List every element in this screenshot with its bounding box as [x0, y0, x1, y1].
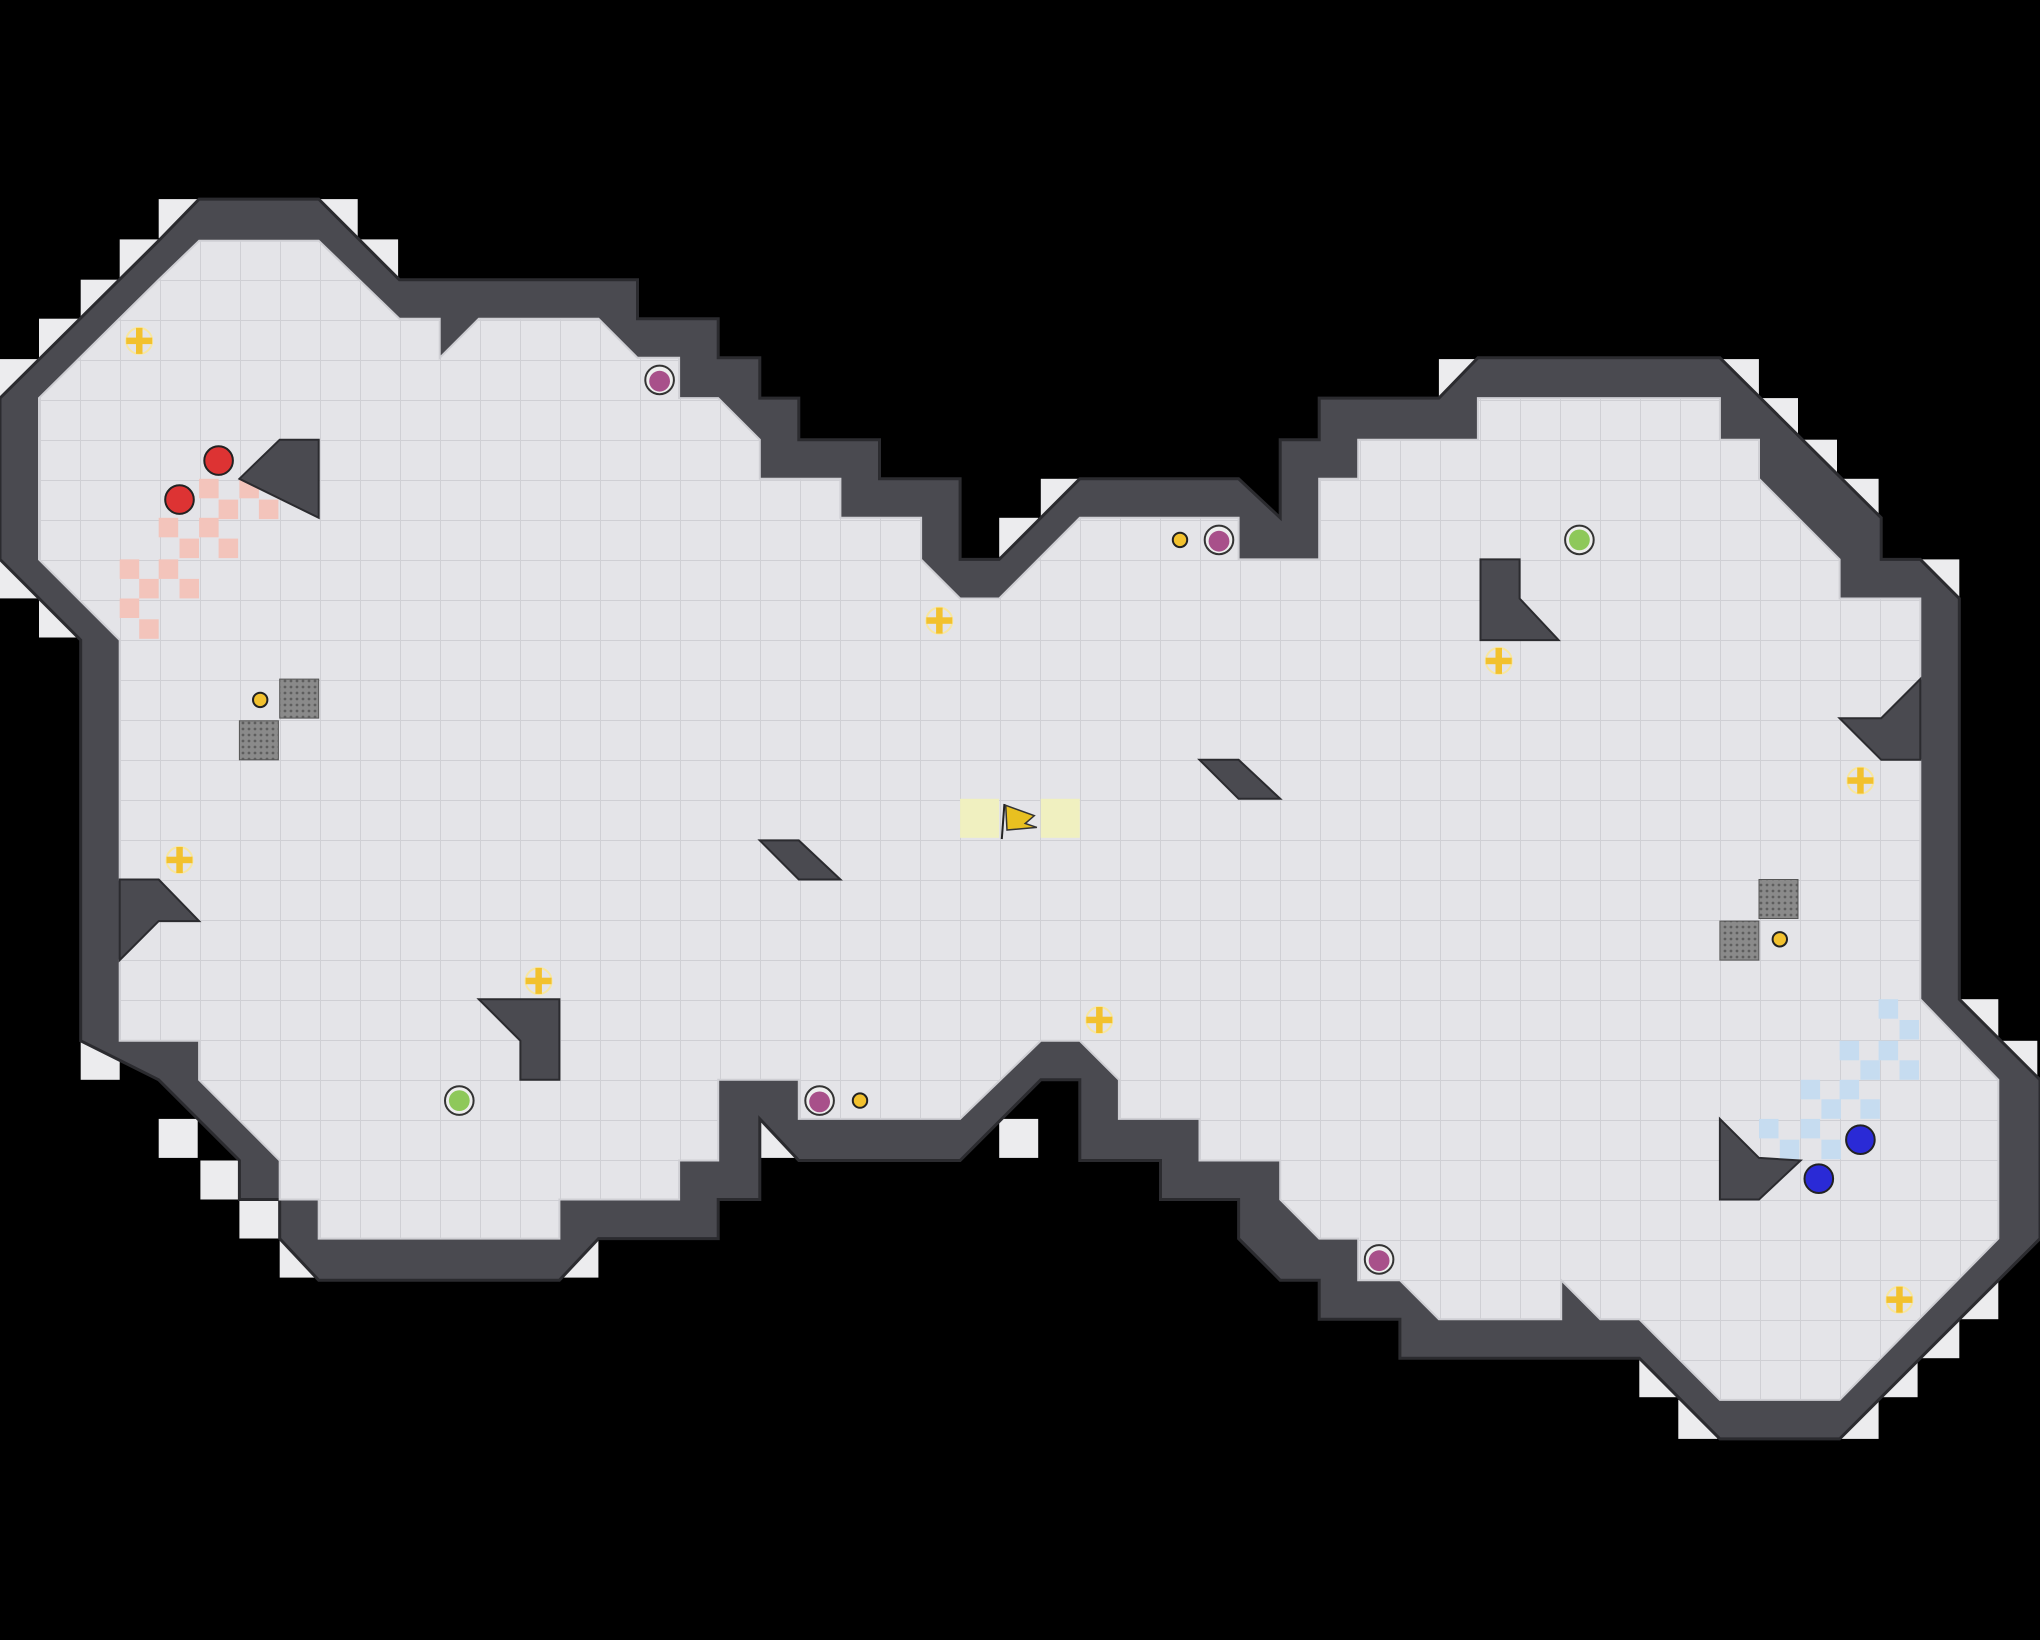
- boost-bar-h: [1485, 657, 1512, 665]
- bomb-body: [1208, 530, 1230, 552]
- inner-wall-block: [1479, 558, 1561, 642]
- button-icon: [252, 691, 269, 709]
- bomb-icon: [644, 364, 675, 396]
- blue-zone-tile: [1878, 999, 1899, 1019]
- outer-tile: [999, 1118, 1039, 1158]
- blue-zone-tile: [1839, 1079, 1860, 1100]
- inner-walls: [118, 438, 1922, 1201]
- inner-wall-block: [1718, 1116, 1803, 1201]
- boost-icon: [125, 326, 154, 355]
- blue-zone-tile: [1839, 1040, 1860, 1061]
- spike-icon: [1719, 920, 1760, 961]
- flag-zone-tile: [960, 798, 1000, 838]
- outer-tile: [200, 1160, 240, 1200]
- blue-zone-tile: [1800, 1079, 1821, 1100]
- outer-tile: [239, 1199, 279, 1239]
- blue-zone-tile: [1878, 1040, 1899, 1061]
- inner-wall-block: [1837, 676, 1922, 761]
- blue-zone-tile: [1860, 1060, 1880, 1080]
- blue-zone-tile: [1800, 1118, 1821, 1139]
- bomb-icon: [804, 1085, 835, 1116]
- inner-wall-block: [757, 839, 843, 881]
- spike-icon: [238, 720, 279, 761]
- red-zone-tile: [139, 619, 159, 639]
- bomb-body: [649, 370, 670, 392]
- red-zone-tile: [119, 559, 140, 579]
- red-zone-tile: [218, 538, 239, 559]
- boost-icon: [165, 846, 194, 874]
- bomb-icon: [1363, 1244, 1395, 1275]
- blue-zone-tile: [1821, 1099, 1841, 1119]
- red-zone-tile: [119, 598, 140, 618]
- red-zone-tile: [158, 517, 179, 538]
- inner-wall-block: [237, 438, 320, 520]
- powerup-body: [1569, 529, 1590, 551]
- inner-wall-block: [1197, 758, 1283, 800]
- boost-bar-h: [926, 617, 953, 624]
- boost-bar-h: [1086, 1016, 1113, 1024]
- bomb-icon: [1203, 524, 1235, 556]
- powerup-body: [448, 1090, 470, 1111]
- flag-icon: [1000, 803, 1038, 840]
- red-ball-icon: [164, 484, 195, 515]
- red-zone-tile: [258, 499, 279, 520]
- boost-icon: [1885, 1285, 1914, 1314]
- boost-bar-h: [525, 977, 552, 985]
- flag-cloth: [1004, 804, 1038, 831]
- red-zone-tile: [158, 559, 179, 579]
- bomb-body: [1368, 1250, 1390, 1272]
- boost-icon: [1085, 1006, 1114, 1034]
- blue-zone-tile: [1821, 1139, 1841, 1160]
- powerup-icon: [1564, 524, 1595, 556]
- blue-zone-tile: [1899, 1060, 1919, 1080]
- inner-wall-block: [118, 878, 202, 963]
- blue-zone-tile: [1779, 1139, 1800, 1160]
- boost-icon: [925, 606, 954, 635]
- powerup-icon: [444, 1085, 475, 1116]
- spike-icon: [279, 678, 320, 719]
- blue-zone-tile: [1899, 1020, 1919, 1040]
- blue-zone-tile: [1759, 1118, 1779, 1139]
- red-zone-tile: [179, 538, 199, 559]
- red-zone-tile: [218, 499, 239, 520]
- inner-wall-block: [476, 998, 561, 1081]
- boost-icon: [1484, 646, 1513, 675]
- flag-pole: [1000, 803, 1006, 840]
- entities: [125, 326, 1914, 1314]
- red-zone-tile: [199, 478, 219, 499]
- team-zones: [119, 478, 1919, 1160]
- boost-bar-h: [1847, 777, 1874, 784]
- red-ball-icon: [203, 445, 234, 476]
- blue-ball-icon: [1803, 1163, 1835, 1194]
- boost-bar-h: [126, 337, 153, 345]
- boost-icon: [524, 967, 553, 995]
- boost-bar-h: [166, 856, 193, 864]
- blue-ball-icon: [1845, 1124, 1876, 1155]
- button-icon: [1171, 531, 1189, 549]
- outer-tile: [158, 1118, 198, 1158]
- button-icon: [851, 1092, 869, 1109]
- boost-icon: [1846, 766, 1875, 795]
- spike-icon: [1758, 879, 1799, 919]
- boost-bar-h: [1886, 1296, 1913, 1303]
- button-icon: [1771, 931, 1789, 948]
- red-zone-tile: [199, 517, 219, 538]
- red-zone-tile: [139, 578, 159, 599]
- bomb-body: [809, 1091, 830, 1113]
- red-zone-tile: [179, 578, 199, 599]
- blue-zone-tile: [1860, 1099, 1880, 1119]
- flag-zone-tile: [1040, 798, 1080, 838]
